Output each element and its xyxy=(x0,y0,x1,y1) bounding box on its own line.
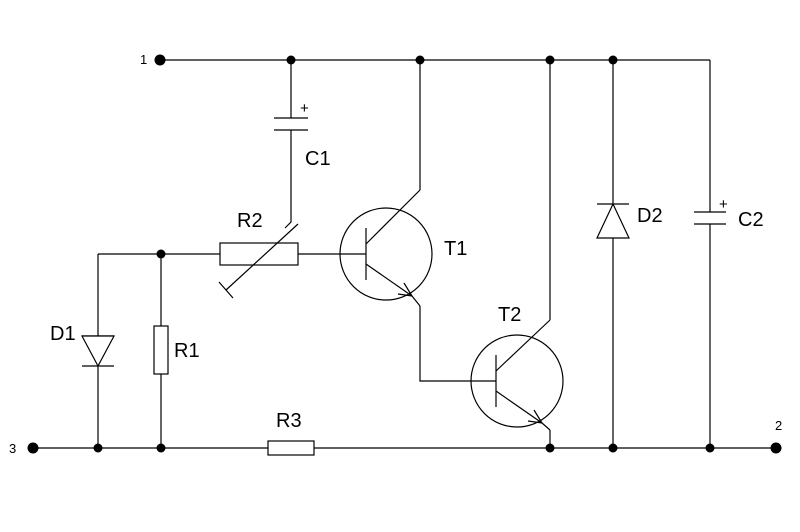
wiring xyxy=(33,59,776,449)
d2-label: D2 xyxy=(637,205,663,227)
r3-label: R3 xyxy=(276,410,302,432)
junction-dot xyxy=(705,443,715,453)
transistor-t1[interactable] xyxy=(339,189,433,307)
c1-polarity-mark: + xyxy=(300,100,309,117)
r1-label: R1 xyxy=(174,340,200,362)
terminal-1-node[interactable] xyxy=(154,54,166,66)
junction-dot xyxy=(156,249,166,259)
transistor-t2[interactable] xyxy=(470,319,564,431)
t2-emitter-lead xyxy=(495,390,543,424)
c1-label: C1 xyxy=(305,148,331,170)
t1-label: T1 xyxy=(444,238,467,260)
junction-dot xyxy=(93,443,103,453)
resistor-r2[interactable] xyxy=(218,223,299,299)
wire-c1-bottom xyxy=(284,130,292,229)
t1-emitter-arrow xyxy=(397,282,414,297)
junction-dot xyxy=(608,443,618,453)
junction-dot xyxy=(608,55,618,65)
terminal-2-node[interactable] xyxy=(770,442,782,454)
d1-label: D1 xyxy=(50,323,76,345)
diode-d1[interactable] xyxy=(81,335,115,368)
t2-emitter-arrow xyxy=(527,409,544,424)
junction-dot xyxy=(156,443,166,453)
junctions xyxy=(27,54,782,454)
r2-adjust-arrow xyxy=(225,223,299,291)
junction-dot xyxy=(545,55,555,65)
capacitor-c2[interactable] xyxy=(694,211,726,225)
terminal-1-label: 1 xyxy=(140,52,147,67)
resistor-r3[interactable] xyxy=(267,440,315,456)
wire-t1-emitter-to-t2-base xyxy=(419,306,496,382)
t2-label: T2 xyxy=(498,304,521,326)
t1-emitter-lead xyxy=(365,263,413,297)
t1-collector-lead xyxy=(365,189,421,245)
c2-polarity-mark: + xyxy=(719,196,728,213)
capacitor-c1[interactable] xyxy=(274,117,308,131)
terminal-3-node[interactable] xyxy=(27,442,39,454)
r2-label: R2 xyxy=(237,210,263,232)
terminal-3-label: 3 xyxy=(9,441,16,456)
c2-label: C2 xyxy=(738,209,764,231)
diode-d2[interactable] xyxy=(596,202,630,239)
terminal-2-label: 2 xyxy=(775,418,782,433)
resistor-r1[interactable] xyxy=(153,325,169,375)
junction-dot xyxy=(286,55,296,65)
t2-collector-lead xyxy=(495,319,551,372)
junction-dot xyxy=(415,55,425,65)
junction-dot xyxy=(545,443,555,453)
